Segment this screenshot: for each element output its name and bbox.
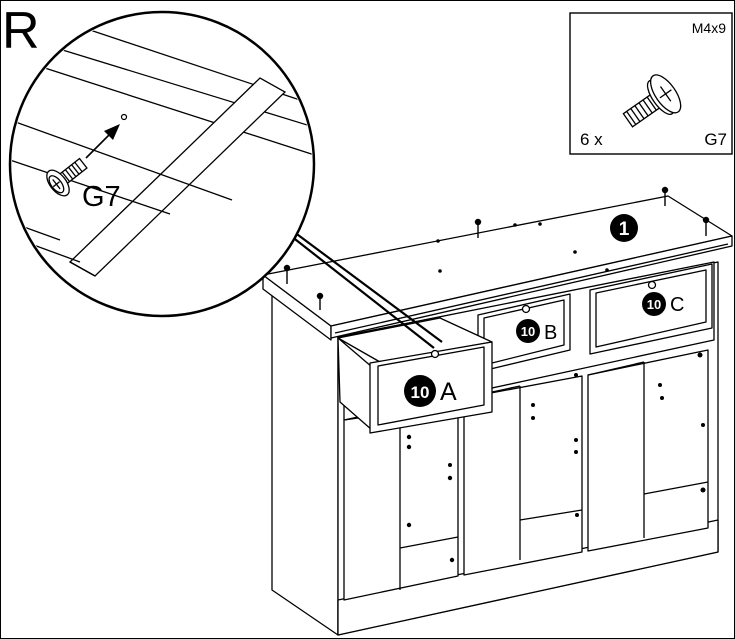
drawer-b-label: B — [544, 322, 557, 344]
hardware-legend: M4x9 6 x G7 — [569, 12, 733, 155]
drawer-a-number: 10 — [411, 383, 430, 402]
top-dowel-holes — [436, 222, 609, 273]
top-panel-marker: 1 — [610, 214, 638, 242]
drawer-c-marker: 10 C — [642, 292, 684, 316]
top-panel-number: 1 — [619, 219, 630, 240]
insert-arrow-icon — [85, 124, 120, 159]
drawer-a-label: A — [440, 378, 457, 406]
drawer-b-marker: 10 B — [516, 319, 557, 344]
legend-part-code: G7 — [704, 130, 727, 149]
drawer-b-number: 10 — [521, 324, 535, 339]
screw-size-label: M4x9 — [692, 20, 726, 36]
drawer-c-number: 10 — [647, 297, 661, 312]
drawer-c-label: C — [670, 294, 684, 316]
cabinet — [262, 195, 733, 636]
step-letter: R — [2, 2, 40, 60]
top-screws — [283, 186, 710, 310]
phillips-screw-icon — [46, 157, 88, 197]
legend-screw-icon — [622, 74, 682, 128]
drawer-a-marker: 10 A — [404, 375, 457, 407]
quantity-label: 6 x — [580, 130, 603, 149]
detail-zoom-circle: G7 — [8, 10, 316, 318]
detail-leader-lines — [285, 225, 443, 349]
detail-part-code: G7 — [82, 181, 121, 213]
